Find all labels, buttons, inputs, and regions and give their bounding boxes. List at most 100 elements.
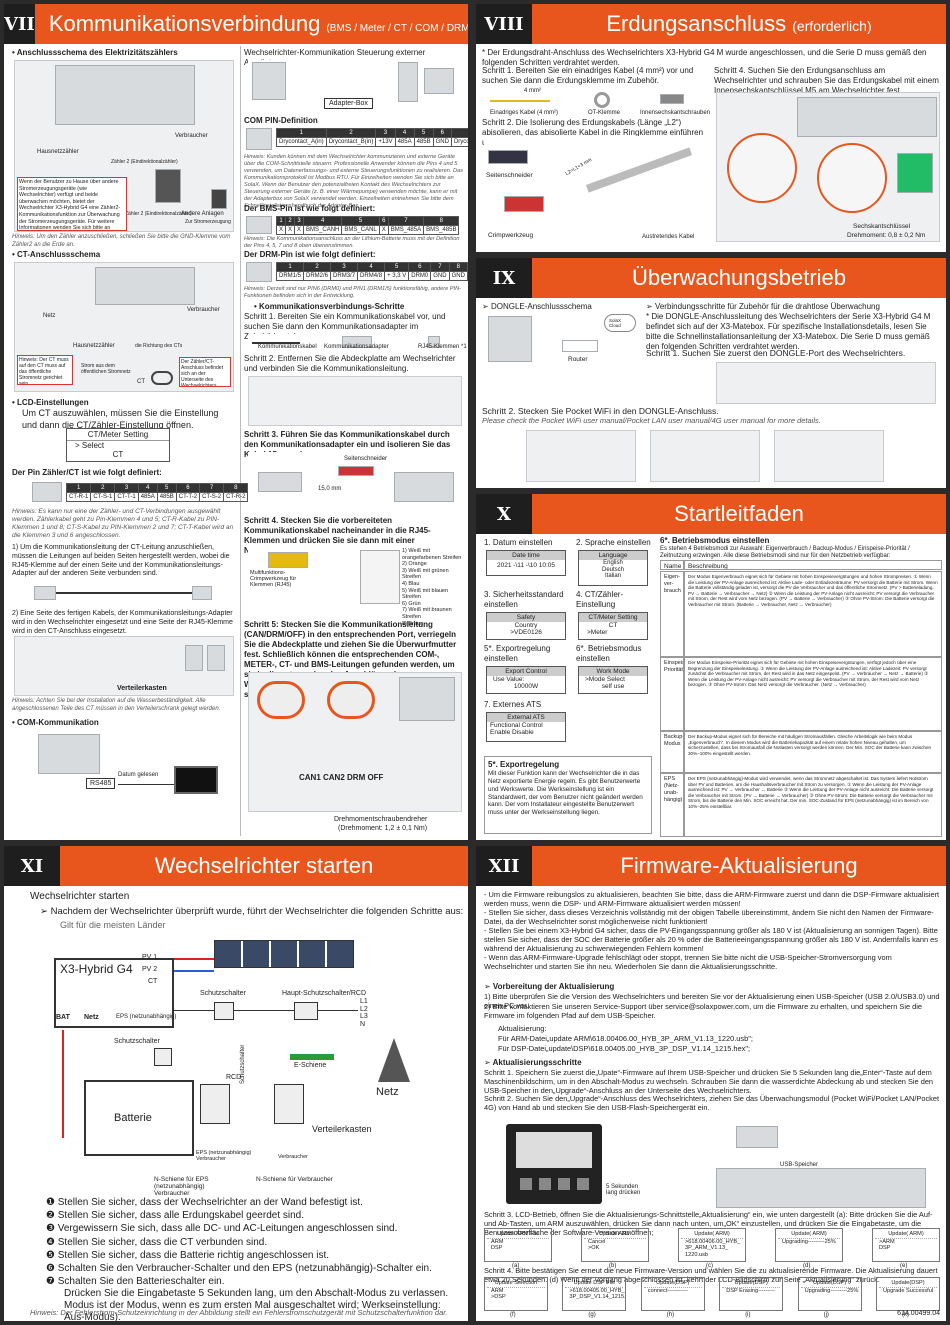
dongle-port-image [716, 362, 936, 404]
ct-inverter-image [95, 267, 195, 305]
pin-number: 8 [448, 262, 468, 272]
fw-step-3: Schritt 3. LCD-Betrieb, öffnen Sie die A… [484, 1210, 933, 1238]
pin-number: 6 [432, 128, 452, 138]
pin-number: 8 [223, 483, 249, 493]
pin-definition: 485A [394, 137, 415, 147]
intro: * Die DONGLE-Anschlussleitung des Wechse… [646, 312, 931, 351]
ct-label-ct: CT [137, 379, 145, 385]
lcd-ct-meter: CT/Meter Setting > Select CT [66, 428, 170, 462]
pv1-line [174, 958, 214, 960]
lcd-workmode: Work Mode >Mode Select self use [578, 666, 648, 694]
column-divider [240, 46, 241, 836]
title-subtext: (erforderlich) [792, 18, 872, 34]
pin-definition: X [378, 225, 389, 235]
pin-definition: X [275, 225, 287, 235]
start-step: ❻ Schalten Sie den Verbraucher-Schalter … [46, 1262, 432, 1274]
ct-label-strom: Strom aus dem öffentlichen Stromnetz [81, 363, 131, 375]
section-start-inverter: XI Wechselrichter starten Wechselrichter… [4, 846, 468, 1321]
verteiler-label: Verteilerkasten [117, 685, 167, 692]
breaker-bat [154, 1048, 172, 1066]
title-subtext: (BMS / Meter / CT / COM / DRM) [326, 23, 468, 34]
start-hint: Hinweis: Der Fehlerstrom-Schutzeinrichtu… [30, 1308, 448, 1317]
rs485-box: RS485 [86, 778, 116, 789]
pin-number: 1 [275, 216, 287, 226]
mode-heading: 6*. Betriebsmodus einstellen [660, 536, 770, 545]
zoom-circle-1 [727, 133, 797, 203]
meter-note-box: Wenn der Benutzer zu Hause über andere S… [17, 177, 127, 231]
lcd-panel [506, 1124, 602, 1204]
ct-port-label: CT [148, 978, 158, 985]
screen-line: DSP Erasing--------- [726, 1287, 775, 1294]
start-step: ❺ Stellen Sie sicher, dass die Batterie … [46, 1249, 329, 1261]
pin-definition: CT-S-1 [90, 492, 116, 502]
screen-caption: (h) [666, 1312, 675, 1318]
section-title: Erdungsanschluss (erforderlich) [606, 11, 871, 37]
section-firmware: XII Firmware-Aktualisierung - Um die Fir… [476, 846, 946, 1321]
label-andere: Andere Anlagen [181, 211, 224, 217]
dongle-insert-image-3 [774, 430, 884, 482]
com-note: Hinweis: Kunden können mit dem Wechselri… [244, 154, 463, 209]
export-info-box: 5*. Exportregelung Mit dieser Funktion k… [484, 756, 652, 834]
lcd-text: Um CT auszuwählen, müssen Sie die Einste… [22, 408, 219, 430]
pin-definition: X [294, 225, 305, 235]
haupt-label: Haupt-Schutzschalter/RCD [282, 990, 367, 997]
comm-port-3 [399, 677, 455, 721]
screen-title: Update DSP File [565, 1280, 624, 1288]
akt-heading: Aktualisierung: [498, 1024, 547, 1033]
bms-note: Hinweis: Die Kommunikationsanschluss an … [244, 236, 460, 249]
fw-step-2: Schritt 2. Suchen Sie den„Upgrade“-Ansch… [484, 1094, 940, 1113]
ct-cable-image [34, 580, 214, 606]
pin-number: 2 [325, 128, 377, 138]
ats-heading: 7. Externes ATS [484, 700, 542, 709]
lcd-line-1: Functional Control [490, 722, 543, 729]
lcd-screen-mock: Update(DSP)Upgrade Successful [876, 1277, 940, 1311]
lcd-select: > Select [75, 441, 105, 450]
lcd-heading: • LCD-Einstellungen [12, 398, 89, 407]
fw-intro-item: - Stellen Sie bei einem X3-Hybrid G4 sic… [484, 926, 938, 954]
title-text: Kommunikationsverbindung [48, 11, 321, 36]
eps-breakers [200, 1084, 230, 1124]
battery-label: Batterie [114, 1112, 152, 1124]
ctpin-heading: Der Pin Zähler/CT ist wie folgt definier… [12, 468, 162, 477]
ct-label-verbraucher: Verbraucher [187, 307, 220, 313]
section-start-guide: X Startleitfaden 1. Datum einstellen Dat… [476, 494, 946, 840]
rj45-drm-image [246, 262, 272, 282]
cloud-icon: SolaX Cloud [604, 314, 636, 332]
pin-definition: DRM4/8 [357, 271, 386, 281]
ct-heading: • CT-Anschlussschema [12, 250, 101, 259]
lcd-screen-mock: Update( ARM)>618.00406.00_HYB_3P_ARM_V1.… [678, 1228, 746, 1262]
adapter-label: Kommunikationsadapter [324, 344, 389, 350]
ct-label-netz: Netz [43, 313, 56, 319]
screen-caption: (j) [823, 1312, 829, 1318]
dongle-diagram: Router SolaX Cloud [486, 314, 636, 372]
lcd-ats: External ATS Functional Control Enable D… [486, 712, 566, 742]
pin-definition: BMS_485B [423, 225, 460, 235]
section-header: VII Kommunikationsverbindung (BMS / Mete… [4, 4, 468, 44]
section-monitoring: IX Überwachungsbetrieb ➢ DONGLE-Anschlus… [476, 258, 946, 488]
lcd-title: CT/Meter Setting [579, 613, 647, 622]
lcd-screen-mock: Update(DSP)Upgrading---------25% [797, 1277, 862, 1311]
pin-definition: GND [448, 271, 468, 281]
date-heading: 1. Datum einstellen [484, 538, 553, 547]
step-2-text: Schritt 2. Stecken Sie Pocket WiFi in de… [482, 406, 719, 416]
screen-title: Update ARM [584, 1231, 646, 1239]
section-header: XI Wechselrichter starten [4, 846, 468, 886]
ct-hint-2: Hinweis: Achten Sie bei der Installation… [12, 698, 221, 712]
bms-heading: Der BMS-Pin ist wie folgt definiert: [244, 204, 376, 213]
pin-definition: CT-R-1 [65, 492, 92, 502]
seitenschneider-label: Seitenschneider [344, 456, 388, 462]
step-1-text: Schritt 1. Bereiten Sie ein einadriges K… [482, 66, 694, 85]
ct-install-image: Verteilerkasten [14, 636, 234, 696]
section-number: X [476, 494, 532, 534]
lcd-screen-mock: Update(DSP)connect----------- [640, 1277, 705, 1311]
fw-intro: - Um die Firmware reibungslos zu aktuali… [484, 890, 940, 971]
lcd-line-1: Use Value: [493, 676, 525, 683]
pin-number: 3 [330, 262, 359, 272]
step-1-image [248, 334, 462, 352]
ground-install-image: Sechskantschlüssel Drehmoment: 0,8 ± 0,2… [716, 92, 940, 242]
screen-line: >ARM [879, 1238, 895, 1245]
section-title: Überwachungsbetrieb [631, 265, 847, 290]
